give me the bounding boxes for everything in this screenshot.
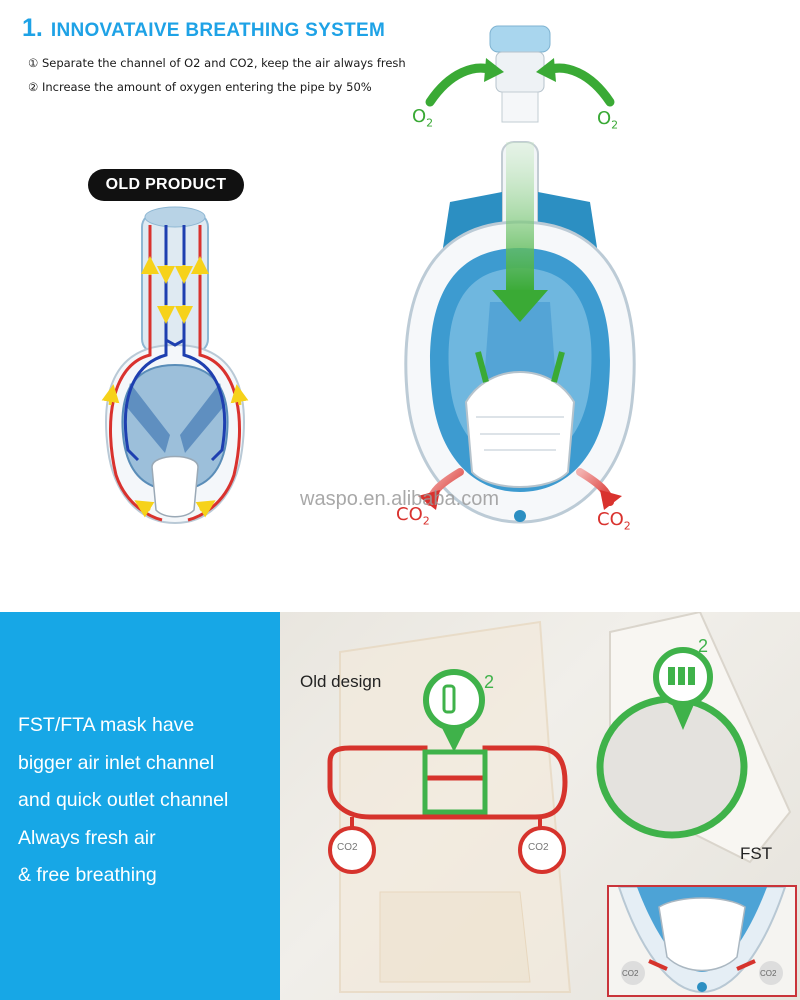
- badge-number-fst: 2: [698, 636, 709, 656]
- bullet-2: ② Increase the amount of oxygen entering…: [28, 80, 372, 94]
- co2-circle-right: CO2: [528, 842, 549, 853]
- co2-label-right: CO2: [597, 509, 631, 533]
- feature-text: FST/FTA mask have bigger air inlet chann…: [18, 707, 228, 895]
- feature-line-5: & free breathing: [18, 864, 157, 886]
- feature-panel: FST/FTA mask have bigger air inlet chann…: [0, 612, 280, 1000]
- badge-number-old: 2: [484, 672, 495, 692]
- mask-detail-inset: CO2 CO2: [607, 885, 797, 997]
- inset-co2-left: CO2: [622, 969, 639, 978]
- feature-line-1: FST/FTA mask have: [18, 714, 195, 736]
- heading-number: 1.: [22, 14, 43, 42]
- tube-comparison-illustration: [327, 612, 792, 993]
- watermark: waspo.en.alibaba.com: [300, 488, 500, 510]
- top-section: 1. INNOVATAIVE BREATHING SYSTEM ① Separa…: [22, 14, 636, 533]
- feature-line-3: and quick outlet channel: [18, 789, 229, 811]
- bullet-1: ① Separate the channel of O2 and CO2, ke…: [28, 56, 406, 70]
- co2-circle-left: CO2: [337, 842, 358, 853]
- mask-detail-illustration: [617, 887, 787, 994]
- bottom-section: FST/FTA mask have bigger air inlet chann…: [0, 612, 800, 1000]
- comparison-photo: Old design FST 2 2 CO2 CO2: [280, 612, 800, 1000]
- o2-label-left: O2: [412, 106, 434, 130]
- old-mask-illustration: [101, 206, 249, 525]
- feature-line-4: Always fresh air: [18, 826, 156, 849]
- o2-label-right: O2: [597, 108, 619, 132]
- co2-label-left: CO2: [396, 504, 430, 528]
- feature-line-2: bigger air inlet channel: [18, 751, 215, 774]
- fst-label: FST: [740, 844, 773, 863]
- old-design-label: Old design: [300, 672, 382, 691]
- section-heading: 1. INNOVATAIVE BREATHING SYSTEM: [22, 14, 385, 43]
- inset-co2-right: CO2: [760, 969, 777, 978]
- old-product-badge: OLD PRODUCT: [88, 169, 244, 201]
- heading-title: INNOVATAIVE BREATHING SYSTEM: [50, 20, 386, 41]
- new-mask-illustration: [404, 25, 636, 524]
